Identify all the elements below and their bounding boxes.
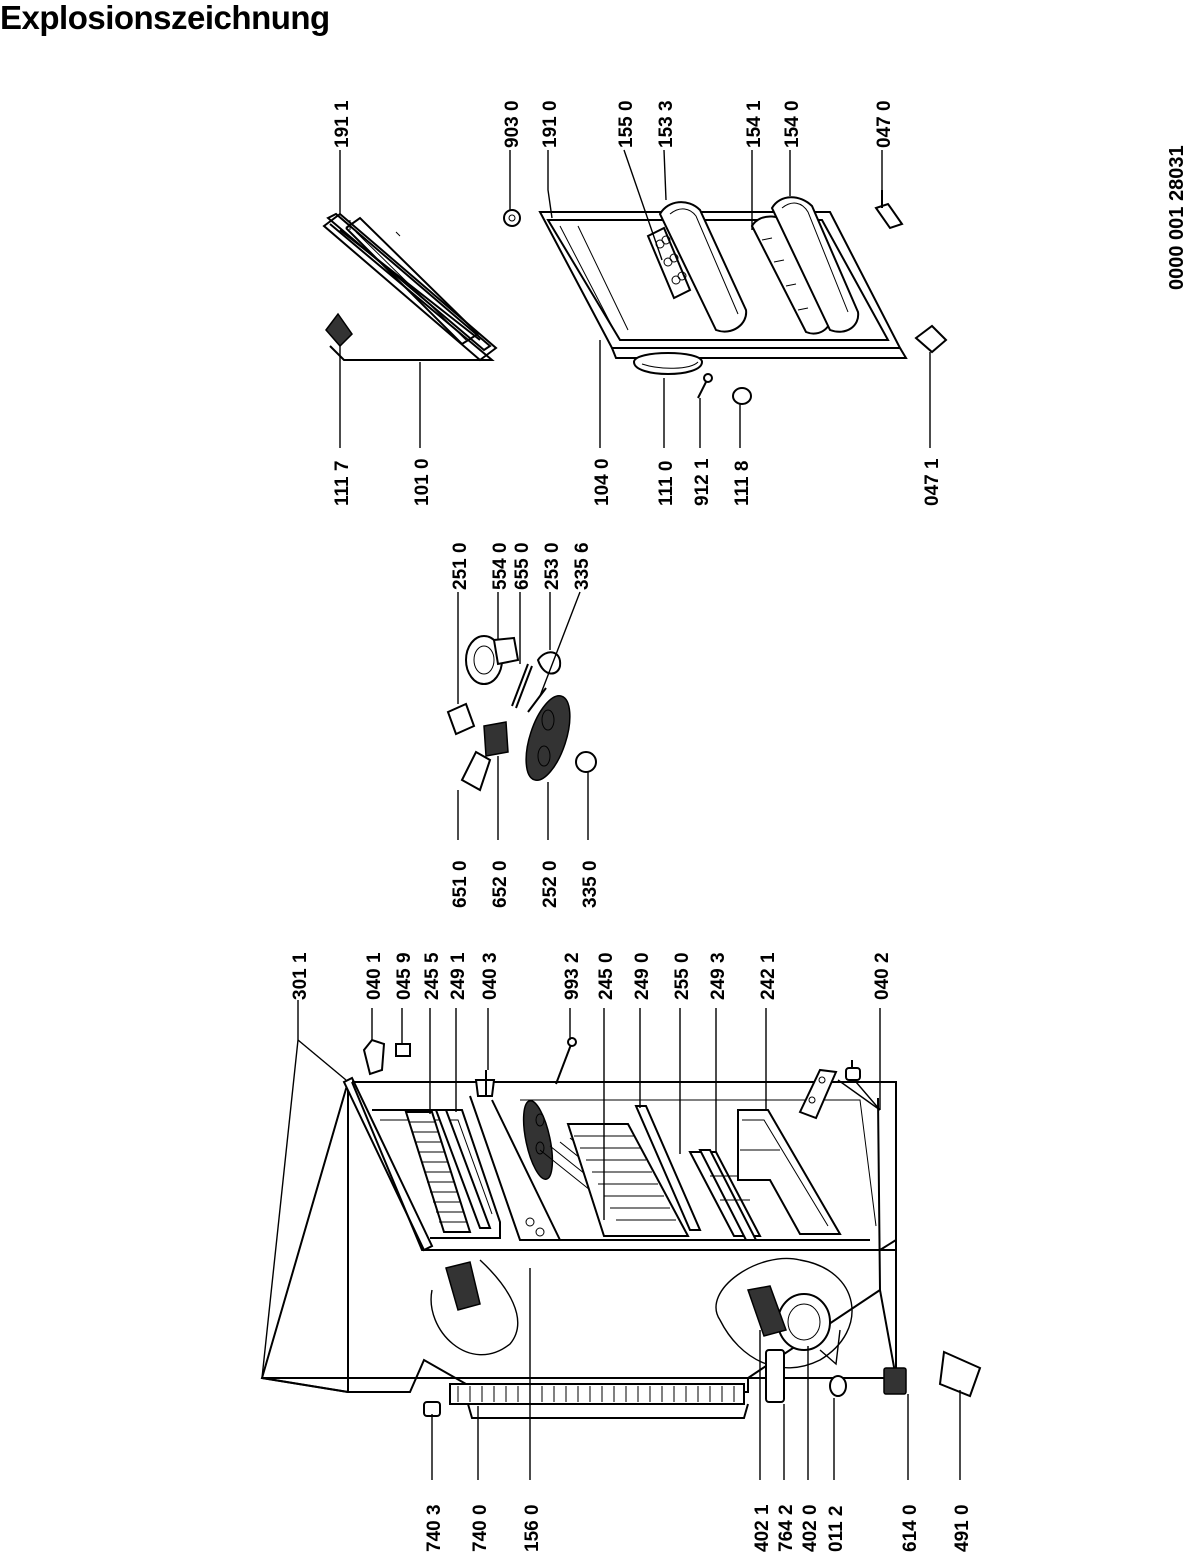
cabinet-thermostat bbox=[522, 1100, 554, 1237]
label-245-0: 245 0 bbox=[596, 952, 617, 1000]
label-040-1: 040 1 bbox=[364, 952, 385, 1000]
label-402-1: 402 1 bbox=[752, 1504, 773, 1552]
freezer-grid bbox=[404, 1111, 472, 1233]
label-242-1: 242 1 bbox=[758, 952, 779, 1000]
label-047-1: 047 1 bbox=[922, 458, 943, 506]
shelf-trim bbox=[634, 1105, 702, 1231]
label-251-0: 251 0 bbox=[450, 542, 471, 590]
label-402-0: 402 0 bbox=[800, 1504, 821, 1552]
top-hinge-parts bbox=[362, 1037, 577, 1097]
crisper-drawer bbox=[737, 1109, 842, 1235]
ice-tray-callout bbox=[430, 1259, 519, 1356]
label-903-0: 903 0 bbox=[502, 100, 523, 148]
label-191-1: 191 1 bbox=[332, 100, 353, 148]
label-154-0: 154 0 bbox=[782, 100, 803, 148]
label-191-0: 191 0 bbox=[540, 100, 561, 148]
main-door bbox=[538, 211, 908, 359]
cabinet-feet bbox=[798, 1060, 861, 1120]
freezer-door bbox=[322, 212, 498, 362]
document-number: 0000 001 28031 bbox=[1166, 145, 1187, 290]
label-154-1: 154 1 bbox=[744, 100, 765, 148]
leader-lines bbox=[261, 149, 961, 1480]
label-301-1: 301 1 bbox=[290, 952, 311, 1000]
cabinet-labels: 740 3 740 0 156 0 402 1 764 2 402 0 011 … bbox=[290, 952, 973, 1552]
label-912-1: 912 1 bbox=[692, 458, 713, 506]
label-104-0: 104 0 bbox=[592, 458, 613, 506]
label-335-6: 335 6 bbox=[572, 542, 593, 590]
door-labels: 111 7 101 0 191 1 104 0 111 0 912 1 111 … bbox=[332, 100, 943, 506]
label-249-1: 249 1 bbox=[448, 952, 469, 1000]
label-252-0: 252 0 bbox=[540, 860, 561, 908]
label-245-5: 245 5 bbox=[422, 952, 443, 1000]
freezer-door-handle bbox=[325, 312, 353, 348]
label-651-0: 651 0 bbox=[450, 860, 471, 908]
page-title: Explosionszeichnung bbox=[0, 0, 330, 36]
label-040-2: 040 2 bbox=[872, 952, 893, 1000]
label-047-0: 047 0 bbox=[874, 100, 895, 148]
label-335-0: 335 0 bbox=[580, 860, 601, 908]
label-040-3: 040 3 bbox=[480, 952, 501, 1000]
label-155-0: 155 0 bbox=[616, 100, 637, 148]
label-764-2: 764 2 bbox=[776, 1504, 797, 1552]
door-small-parts bbox=[503, 190, 948, 405]
label-249-3: 249 3 bbox=[708, 952, 729, 1000]
label-111-0: 111 0 bbox=[656, 461, 677, 506]
label-101-0: 101 0 bbox=[412, 458, 433, 506]
thermostat-labels: 651 0 652 0 252 0 335 0 251 0 554 0 655 … bbox=[450, 542, 601, 908]
freezer-shelf-trim bbox=[434, 1109, 492, 1229]
label-740-3: 740 3 bbox=[424, 1504, 445, 1552]
crisper-cover bbox=[688, 1149, 762, 1241]
label-655-0: 655 0 bbox=[512, 542, 533, 590]
label-253-0: 253 0 bbox=[542, 542, 563, 590]
label-255-0: 255 0 bbox=[672, 952, 693, 1000]
label-011-2: 011 2 bbox=[826, 1506, 847, 1552]
label-740-0: 740 0 bbox=[470, 1504, 491, 1552]
glass-shelf bbox=[566, 1123, 690, 1237]
label-993-2: 993 2 bbox=[562, 952, 583, 1000]
thermostat-assembly bbox=[446, 635, 597, 792]
label-045-9: 045 9 bbox=[394, 952, 415, 1000]
label-111-7: 111 7 bbox=[332, 461, 353, 506]
main-door-handle bbox=[632, 352, 704, 375]
label-156-0: 156 0 bbox=[522, 1504, 543, 1552]
door-shelf-lower bbox=[750, 196, 860, 335]
label-491-0: 491 0 bbox=[952, 1504, 973, 1552]
loose-parts-lower bbox=[423, 1349, 982, 1417]
label-111-8: 111 8 bbox=[732, 461, 753, 506]
label-249-0: 249 0 bbox=[632, 952, 653, 1000]
label-554-0: 554 0 bbox=[490, 542, 511, 590]
door-shelf-upper bbox=[658, 201, 748, 333]
label-153-3: 153 3 bbox=[656, 100, 677, 148]
egg-tray bbox=[646, 226, 692, 300]
condenser-coil bbox=[449, 1383, 749, 1419]
label-614-0: 614 0 bbox=[900, 1504, 921, 1552]
label-652-0: 652 0 bbox=[490, 860, 511, 908]
